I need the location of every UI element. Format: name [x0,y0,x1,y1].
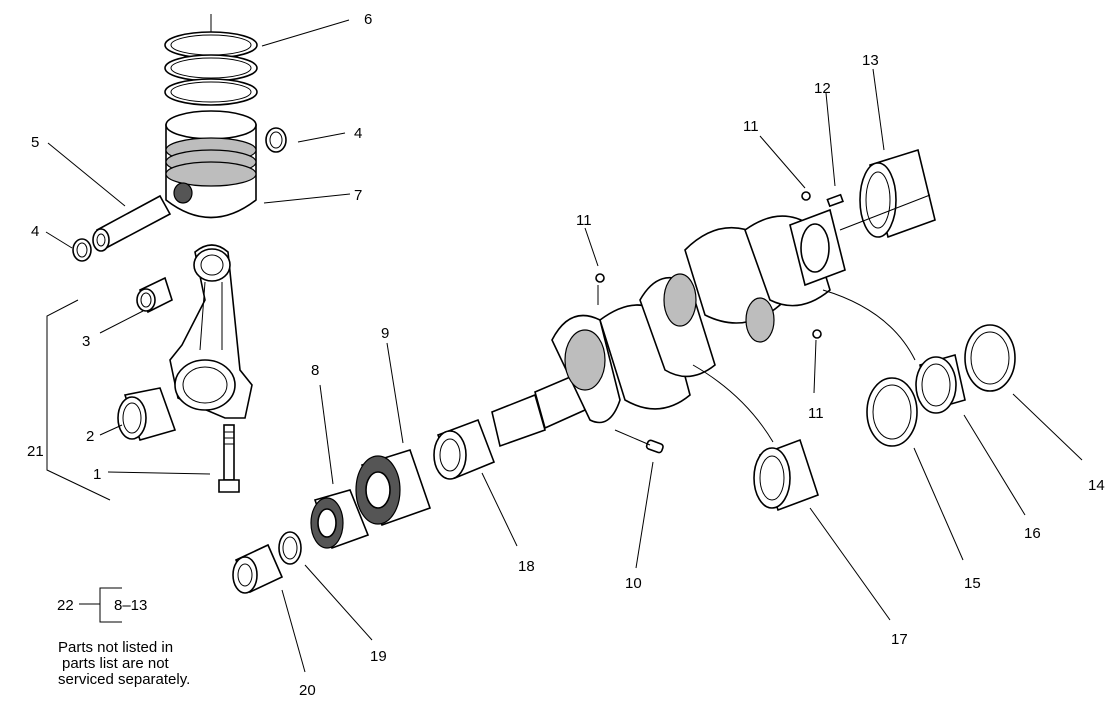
note-line-2: parts list are not [62,655,169,672]
service-note: Parts not listed in parts list are not s… [58,640,258,688]
rod-bearing [117,387,177,441]
main-bearing-left [433,418,496,480]
callout-6: 6 [364,11,372,28]
callout-18: 18 [518,558,535,575]
callout-20: 20 [299,682,316,699]
callout-17: 17 [891,631,908,648]
callout-7: 7 [354,187,362,204]
large-gear [355,449,432,527]
oil-plug-c [801,191,811,201]
callout-4-right: 4 [354,125,362,142]
kit-range-label: 8–13 [114,597,147,614]
connecting-rod [169,244,253,419]
callout-4-left: 4 [31,223,39,240]
small-gear [310,489,370,550]
callout-1: 1 [93,466,101,483]
bearing-17 [753,438,819,512]
callout-21: 21 [27,443,44,460]
leader-lines [45,19,1083,673]
callout-13: 13 [862,52,879,69]
callout-10: 10 [625,575,642,592]
assembly-guide-lines [597,194,931,446]
callout-11-b: 11 [743,118,759,135]
callout-14: 14 [1088,477,1105,494]
note-line-3: serviced separately. [58,671,191,688]
dowel-pin [826,193,844,208]
oil-seal [232,543,284,594]
callout-3: 3 [82,333,90,350]
crankshaft [491,208,846,448]
circlip-right [265,127,287,153]
callout-16: 16 [1024,525,1041,542]
note-line-1: Parts not listed in [58,639,174,656]
snap-ring [278,531,302,565]
woodruff-key [645,439,664,454]
main-bearing-right [859,148,936,239]
callout-2: 2 [86,428,94,445]
callout-19: 19 [370,648,387,665]
small-end-bushing [136,276,173,314]
callout-11-c: 11 [808,405,824,422]
oil-plug-b [812,329,822,339]
oil-plug-a [595,273,605,283]
callout-15: 15 [964,575,981,592]
piston-pin [92,194,172,252]
thrust-washer-14 [964,324,1016,392]
rod-bolt [218,424,240,493]
circlip-left [72,238,92,262]
callout-8: 8 [311,362,319,379]
callout-9: 9 [381,325,389,342]
thrust-washer-15 [866,377,918,447]
bearing-16 [915,353,966,414]
callout-11-a: 11 [576,212,592,229]
callout-22: 22 [57,597,74,614]
callout-12: 12 [814,80,831,97]
piston [165,110,257,219]
callout-5: 5 [31,134,39,151]
piston-rings [164,14,258,106]
